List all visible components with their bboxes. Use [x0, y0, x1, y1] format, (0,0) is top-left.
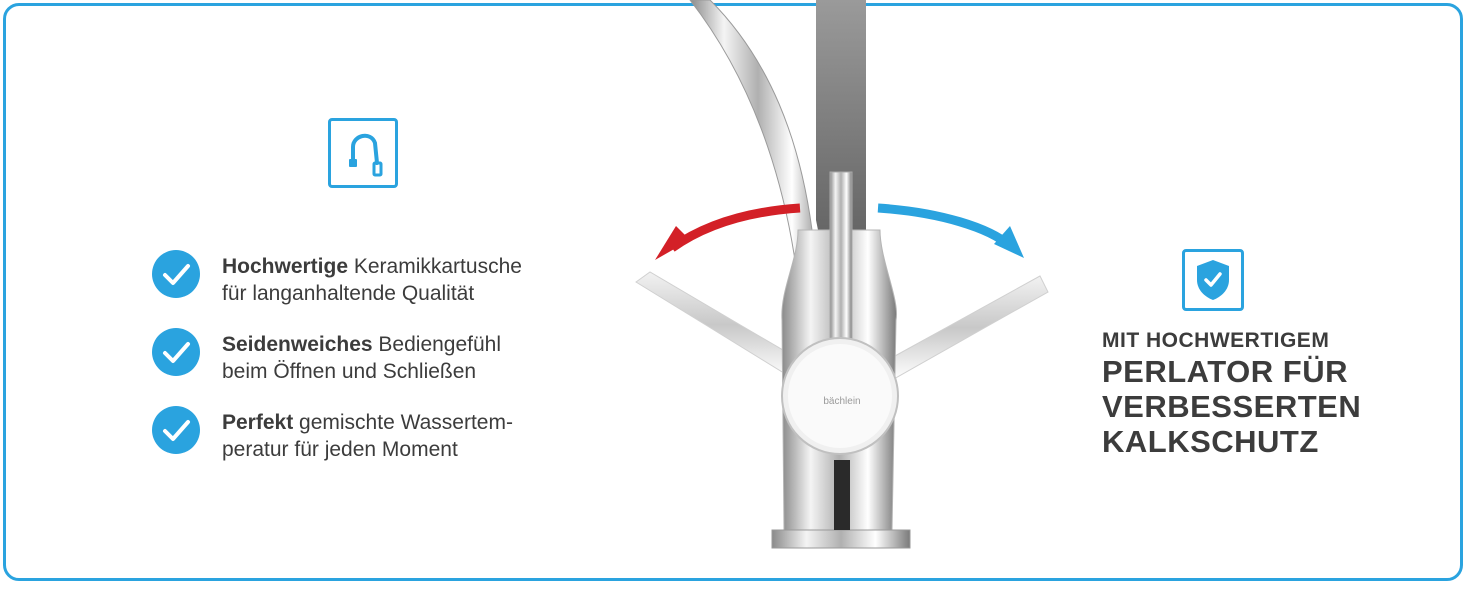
feature-item: Seidenweiches Bediengefühl beim Öffnen u…: [152, 328, 622, 406]
claim-line-1: MIT HOCHWERTIGEM: [1102, 329, 1330, 352]
brand-logo: bächlein: [823, 396, 861, 407]
checkmark-icon: [152, 250, 200, 298]
feature-text: Hochwertige Keramikkartusche für langanh…: [222, 255, 522, 305]
checkmark-icon: [152, 328, 200, 376]
claim-text: MIT HOCHWERTIGEM PERLATOR FÜR VERBESSERT…: [1102, 328, 1362, 459]
feature-text: Seidenweiches Bediengefühl beim Öffnen u…: [222, 333, 502, 383]
checkmark-icon: [152, 406, 200, 454]
claim-line-3: VERBESSERTEN: [1102, 389, 1362, 424]
feature-text: Perfekt gemischte Wassertem- peratur für…: [222, 411, 513, 461]
pull-out-faucet-icon: [328, 118, 398, 188]
feature-item: Perfekt gemischte Wassertem- peratur für…: [152, 406, 622, 484]
feature-list: Hochwertige Keramikkartusche für langanh…: [152, 250, 622, 484]
feature-item: Hochwertige Keramikkartusche für langanh…: [152, 250, 622, 328]
faucet-image: [635, 0, 1049, 549]
claim-line-4: KALKSCHUTZ: [1102, 424, 1319, 459]
shield-check-icon: [1182, 249, 1244, 311]
claim-line-2: PERLATOR FÜR: [1102, 354, 1348, 389]
